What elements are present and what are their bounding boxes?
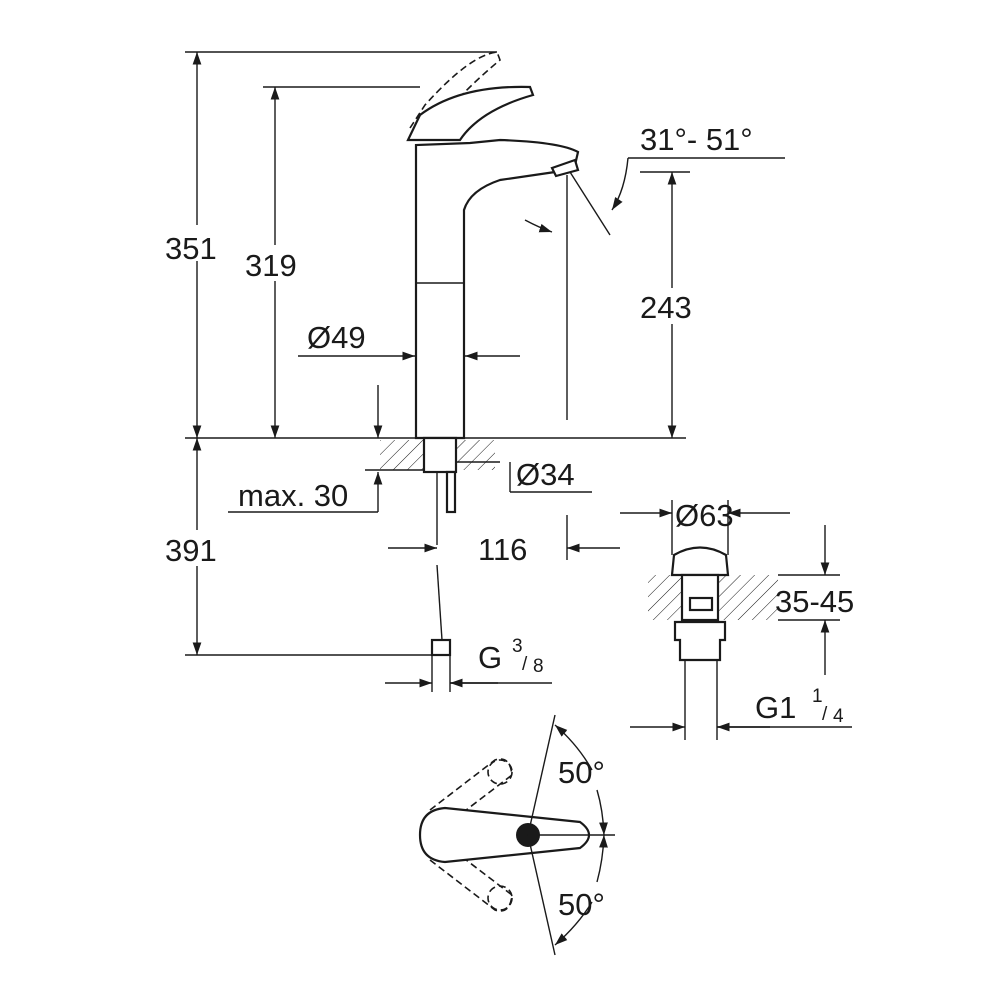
handle-top-view: 50° 50° (418, 714, 615, 956)
hose-thread-den: 8 (533, 656, 544, 677)
label-angle-down: 50° (558, 887, 605, 922)
label-spout-angle: 31°- 51° (640, 122, 753, 157)
dimension-shank-diameter: Ø34 (456, 457, 592, 493)
label-116: 116 (478, 532, 527, 567)
dimension-waste-thickness: 35-45 (775, 525, 854, 675)
label-351: 351 (165, 231, 217, 266)
svg-text:/: / (822, 704, 828, 725)
dimension-outlet-height: 243 (636, 172, 708, 438)
dimension-hose-length: 391 (160, 438, 230, 655)
countertop-section (380, 436, 495, 657)
dimension-total-height: 351 (160, 51, 230, 438)
waste-thread-den: 4 (833, 706, 844, 727)
dimension-max-thickness: max. 30 (228, 385, 424, 513)
dimension-spout-height: 319 (242, 87, 310, 438)
label-391: 391 (165, 533, 217, 568)
dimension-waste-diameter: Ø63 (620, 498, 790, 555)
faucet-body (406, 51, 580, 440)
svg-text:G: G (478, 640, 502, 675)
waste-thread-prefix: G1 (755, 690, 796, 725)
label-319: 319 (245, 248, 297, 283)
dimension-hose-thread: G 3 / 8 (385, 636, 552, 692)
svg-text:/: / (522, 654, 528, 675)
dimension-waste-thread: G1 1 / 4 (630, 686, 852, 732)
hose-thread-num: 3 (512, 636, 523, 657)
label-waste-thickness: 35-45 (775, 584, 854, 619)
label-body-diameter: Ø49 (307, 320, 366, 355)
dimension-body-diameter: Ø49 (298, 320, 520, 361)
waste-thread-num: 1 (812, 686, 823, 707)
label-shank-diameter: Ø34 (516, 457, 575, 492)
hose-thread-prefix: G (478, 640, 502, 675)
label-max-thickness: max. 30 (238, 478, 348, 513)
label-angle-up: 50° (558, 755, 605, 790)
label-243: 243 (640, 290, 692, 325)
dimension-projection: 116 (388, 515, 620, 567)
dimension-spout-angle: 31°- 51° (524, 122, 785, 236)
label-waste-diameter: Ø63 (675, 498, 734, 533)
